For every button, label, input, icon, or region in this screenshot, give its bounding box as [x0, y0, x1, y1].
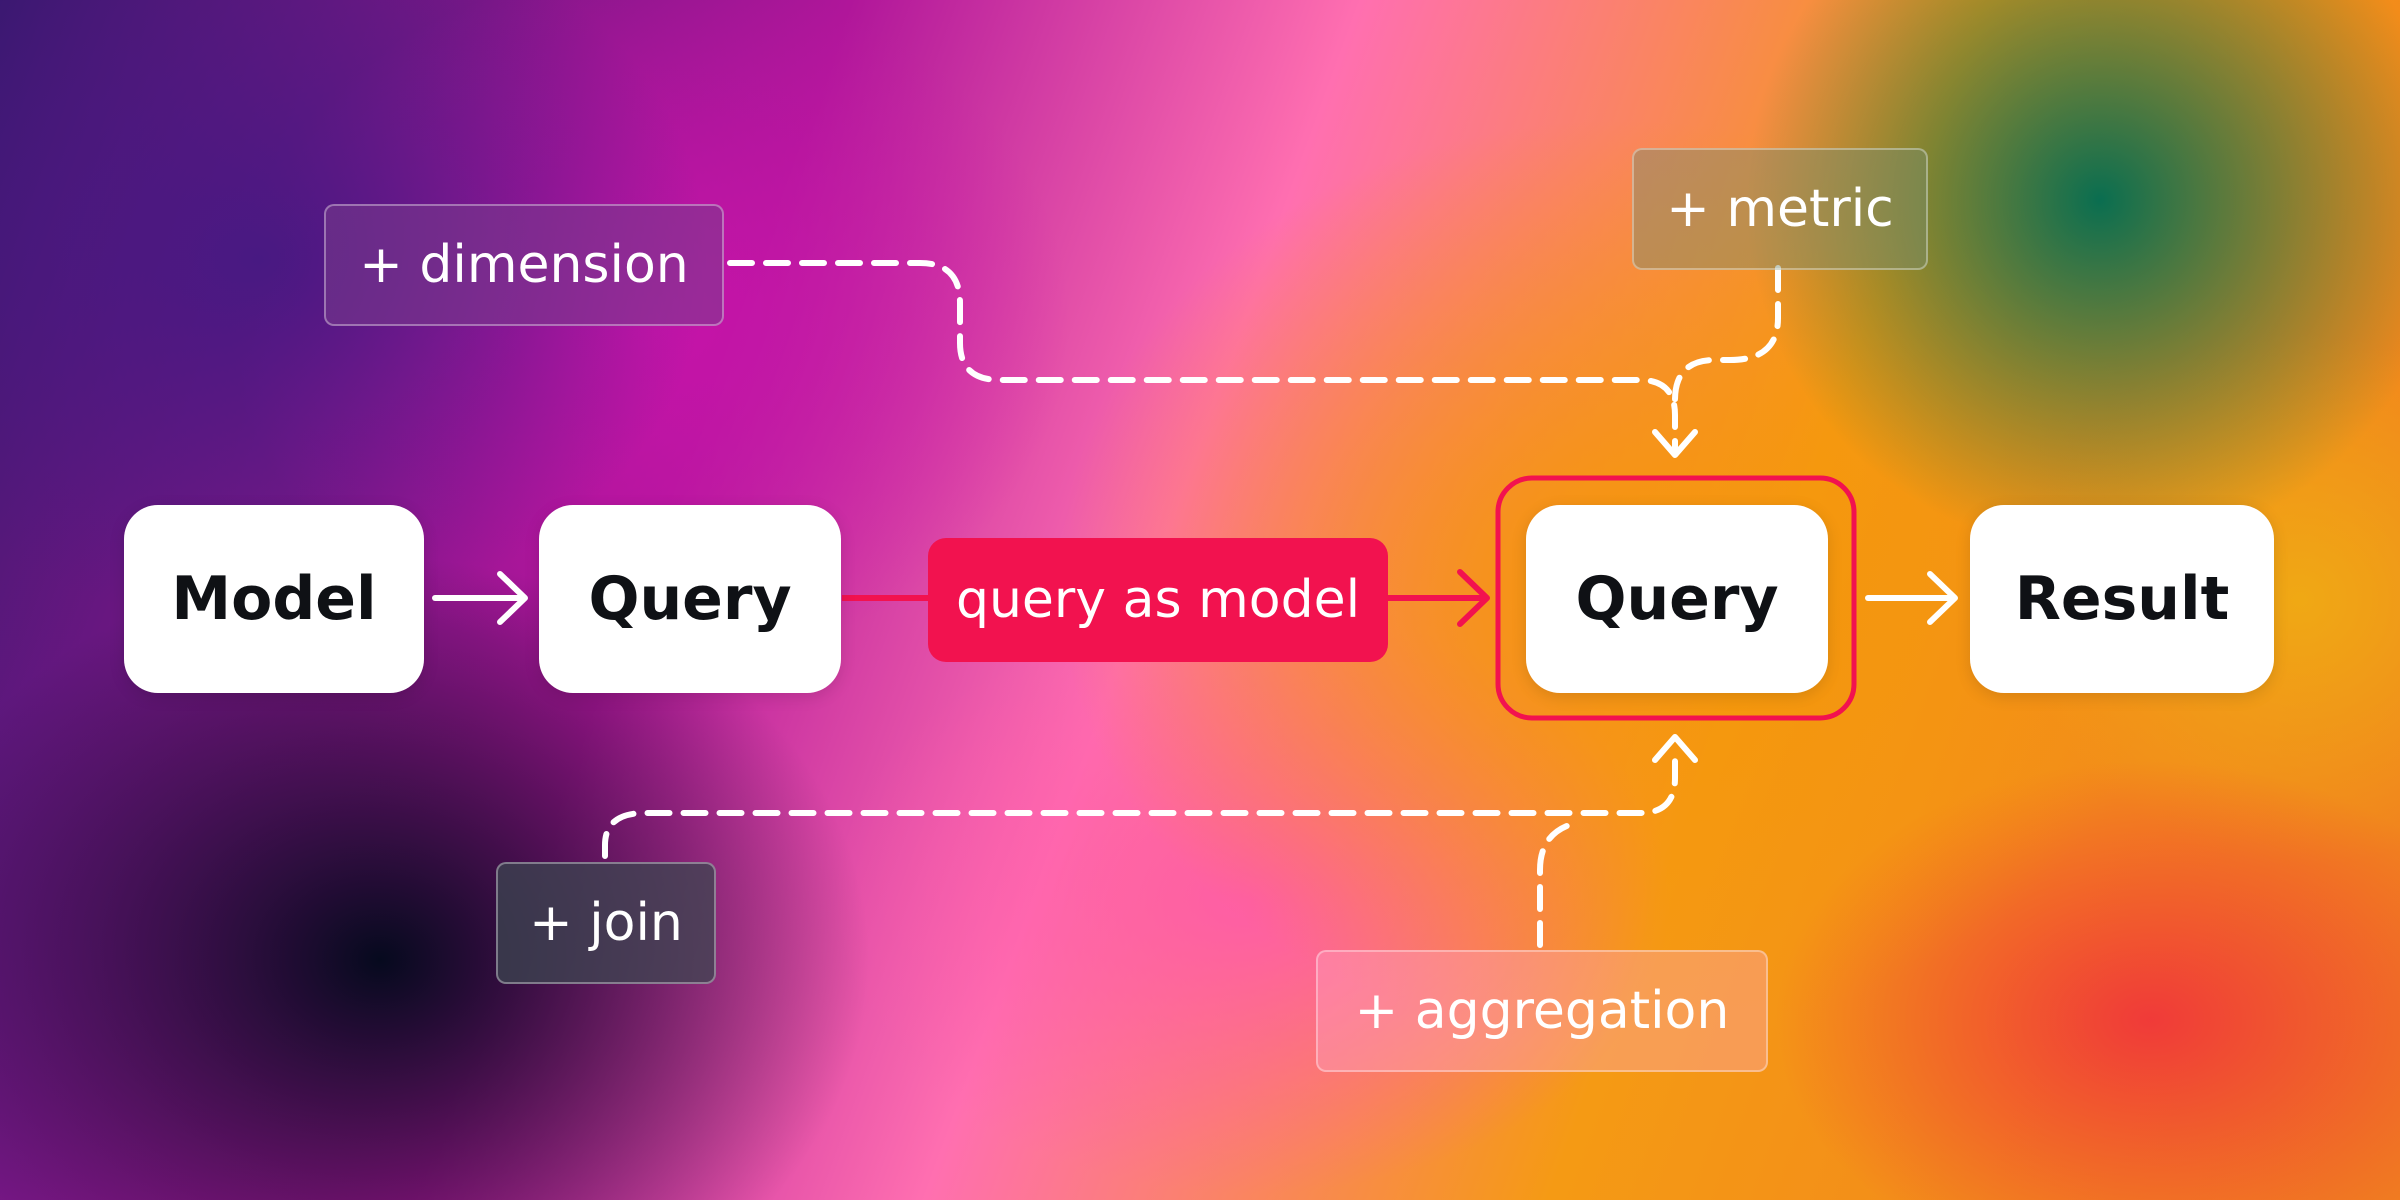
top-arrowhead: [1652, 429, 1698, 458]
join-connector: [602, 749, 1678, 859]
query-result-arrowhead: [1927, 571, 1958, 625]
dimension-connector: [727, 260, 1678, 453]
bottom-arrowhead: [1652, 734, 1698, 763]
metric-tag: + metric: [1632, 148, 1928, 270]
model-query-arrowhead: [497, 571, 528, 625]
query-node-target: Query: [1526, 505, 1828, 693]
query-node: Query: [539, 505, 841, 693]
metric-connector: [1672, 265, 1781, 403]
model-node: Model: [124, 505, 424, 693]
query-highlight-ring: [1495, 475, 1857, 721]
query-as-model-label: query as model: [928, 538, 1388, 662]
query-as-model-arrowhead: [1457, 569, 1490, 627]
aggregation-tag: + aggregation: [1316, 950, 1768, 1072]
join-tag: + join: [496, 862, 716, 984]
aggregation-connector: [1537, 819, 1583, 948]
dimension-tag: + dimension: [324, 204, 724, 326]
result-node: Result: [1970, 505, 2274, 693]
